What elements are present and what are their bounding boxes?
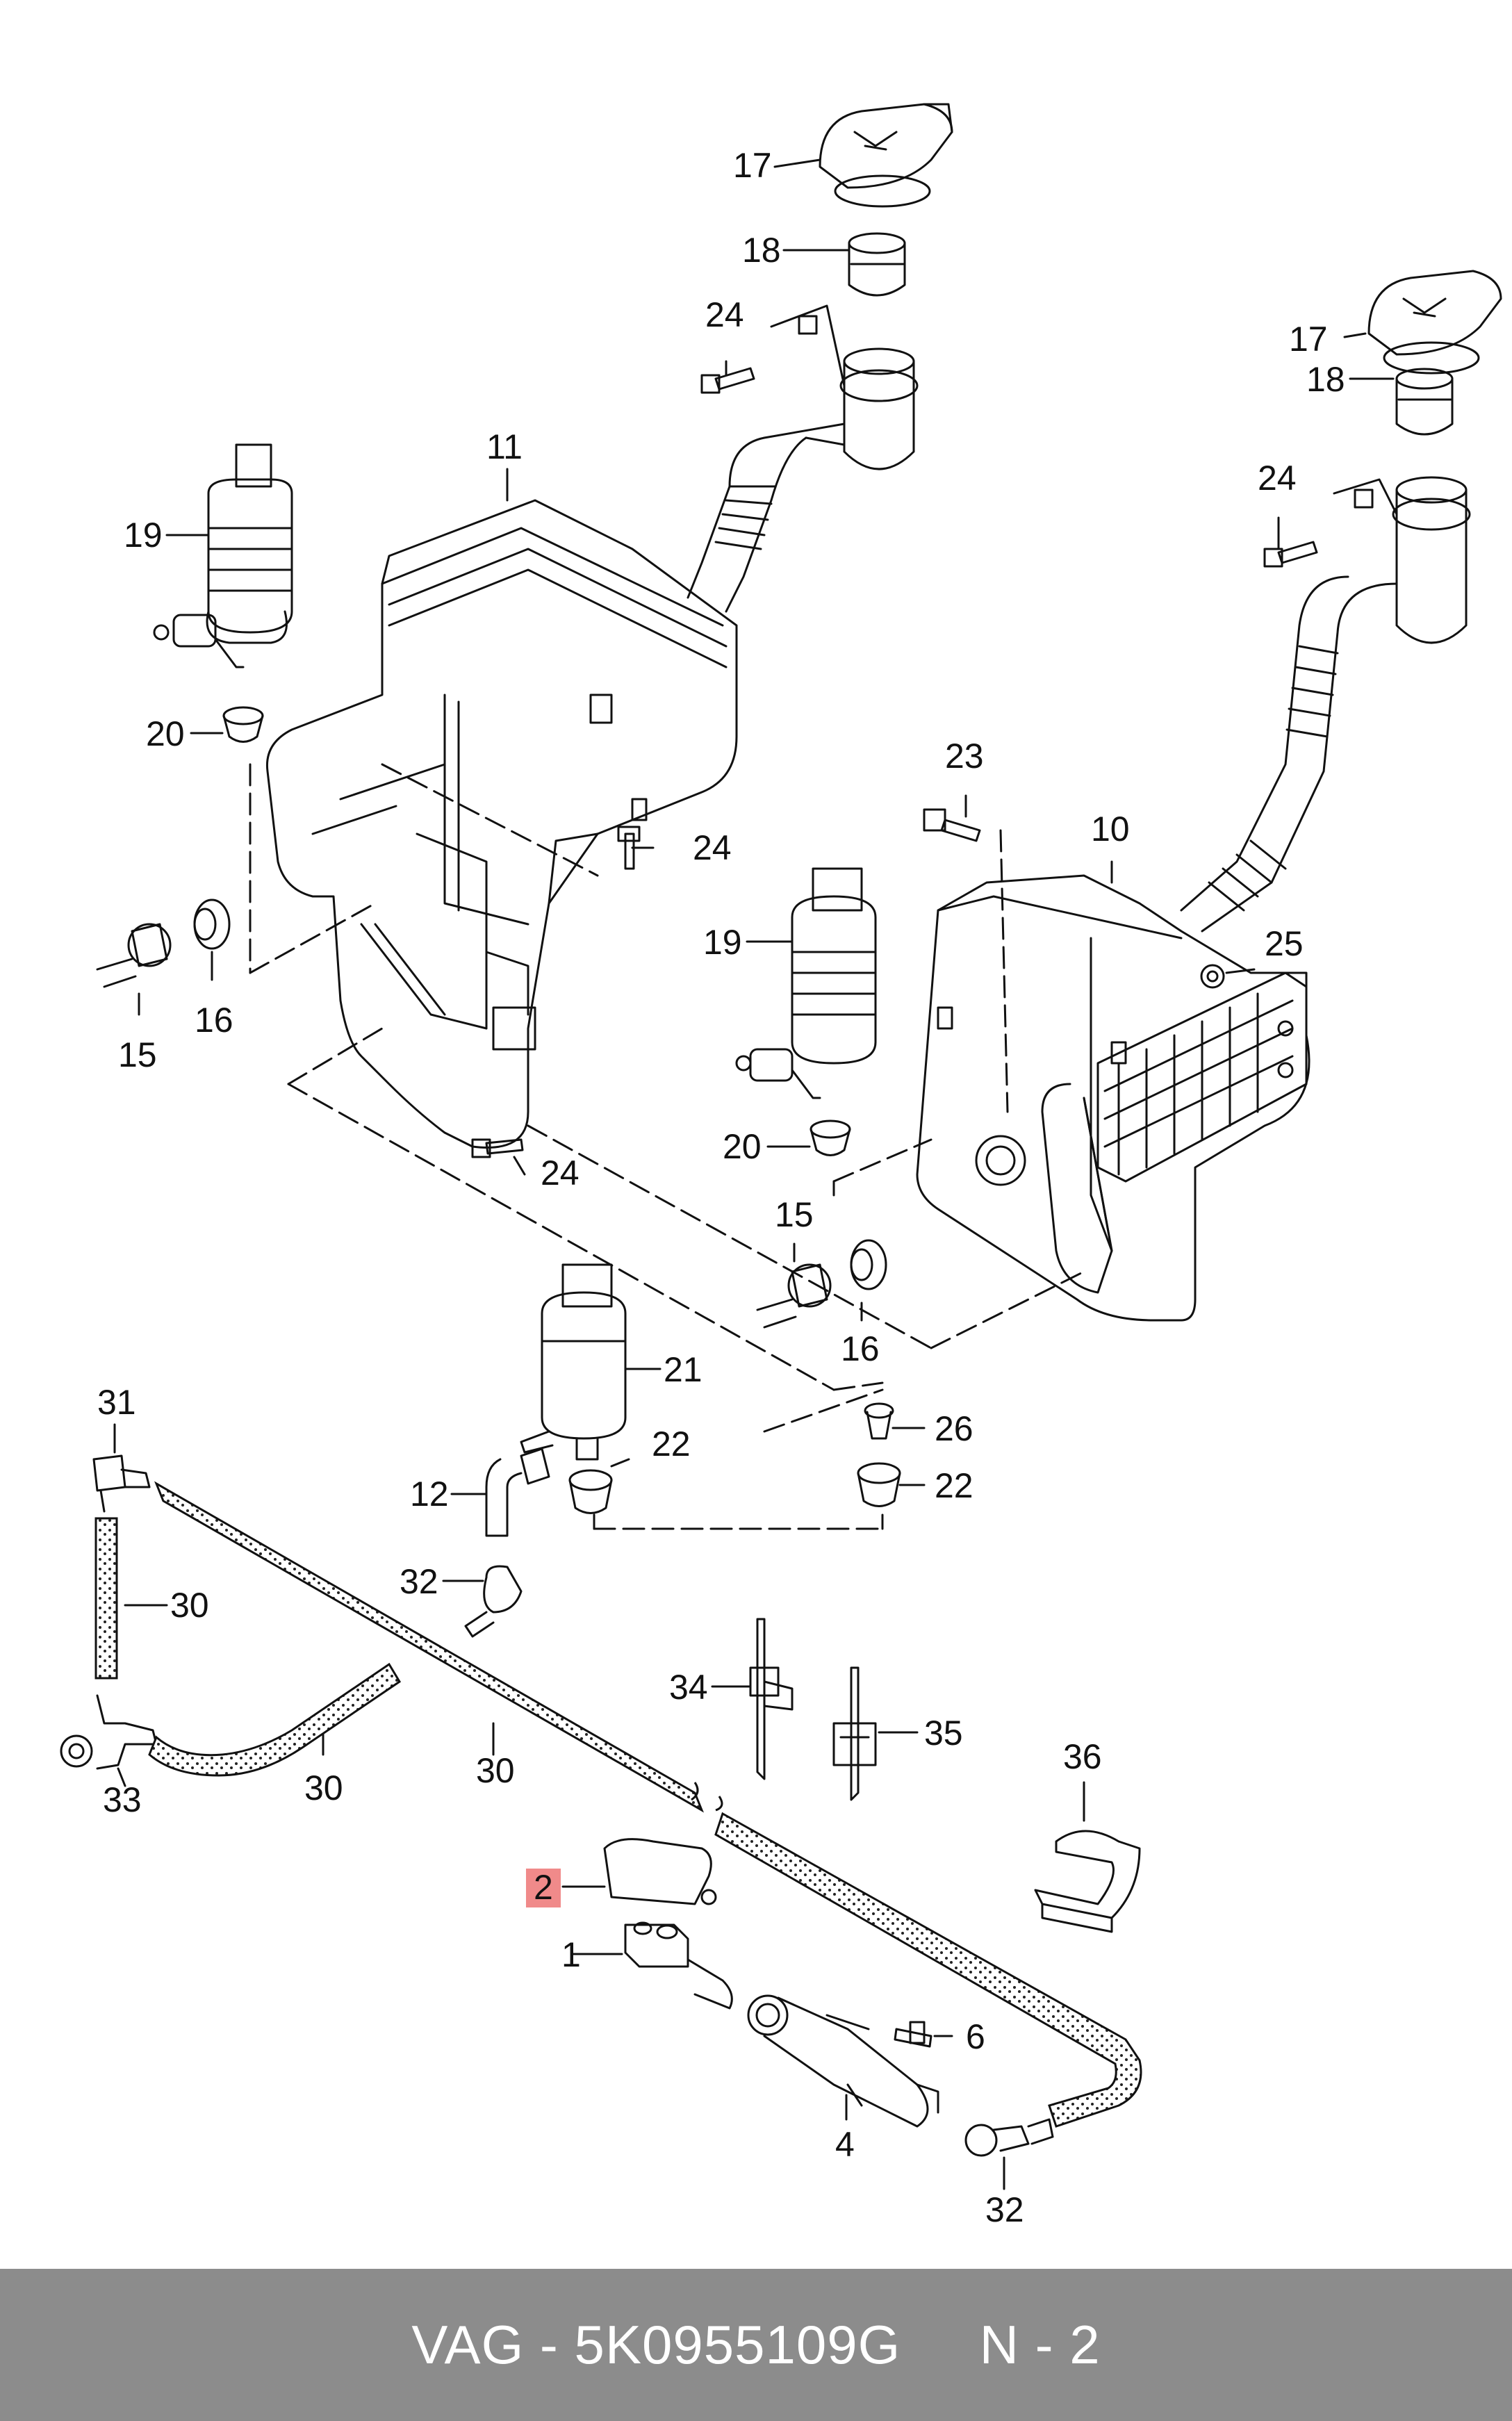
elbow-32-top: [464, 1565, 523, 1638]
shield-36: [1034, 1830, 1141, 1933]
part-number-caption: VAG - 5K0955109G N - 2: [411, 2314, 1101, 2375]
label-24-low-left: 24: [541, 1154, 580, 1192]
cap-2: [603, 1838, 717, 1905]
label-33: 33: [103, 1780, 142, 1819]
label-17-right: 17: [1289, 320, 1328, 359]
label-24-top-right: 24: [1258, 459, 1297, 498]
filler-cap-17-left: [819, 103, 953, 208]
label-22-right: 22: [935, 1466, 973, 1505]
label-22-left: 22: [652, 1425, 691, 1463]
label-34: 34: [669, 1668, 708, 1707]
label-19-right: 19: [703, 923, 742, 962]
label-30-lower: 30: [304, 1768, 343, 1807]
label-25: 25: [1265, 924, 1304, 963]
label-16-left: 16: [195, 1001, 233, 1040]
label-18-left: 18: [742, 231, 781, 270]
filler-neck-left: [687, 304, 919, 613]
label-36: 36: [1063, 1737, 1102, 1776]
washer-pump-19-right: [735, 867, 877, 1099]
label-23: 23: [945, 737, 984, 775]
bolt-24-top-right: [1263, 541, 1318, 568]
grommet-22-right: [857, 1462, 901, 1507]
label-17-left: 17: [733, 146, 772, 185]
plug-26: [864, 1402, 894, 1440]
cable-tie-34: [749, 1618, 794, 1780]
label-20-left: 20: [146, 714, 185, 753]
grommet-16-left: [193, 898, 231, 950]
label-30-main: 30: [476, 1751, 515, 1790]
filler-neck-right: [1180, 476, 1471, 933]
label-32-bottom: 32: [985, 2190, 1024, 2229]
label-21: 21: [664, 1350, 702, 1389]
label-18-right: 18: [1306, 360, 1345, 399]
label-24-top-left: 24: [705, 295, 744, 334]
label-15-right: 15: [775, 1195, 814, 1234]
label-12: 12: [410, 1475, 449, 1513]
label-35: 35: [924, 1714, 963, 1753]
grommet-20-left: [222, 706, 264, 743]
level-sensor-15-right: [756, 1263, 832, 1329]
hoses-30: [94, 1481, 1142, 2128]
label-32-top: 32: [400, 1562, 438, 1601]
label-24-mid-left: 24: [693, 828, 732, 867]
grommet-16-right: [850, 1239, 887, 1290]
footer-bar: VAG - 5K0955109G N - 2: [0, 2269, 1512, 2421]
label-leaders: [113, 158, 1395, 2190]
bolt-24-low-left: [471, 1138, 524, 1158]
reservoir-left: [265, 499, 738, 1149]
strainer-18-left: [848, 232, 906, 297]
exploded-parts-diagram: 17 18 24 11 19 20 24 15 16 24 17 18 24 2…: [60, 103, 1502, 2229]
label-2: 2: [534, 1868, 553, 1907]
nozzle-1: [624, 1921, 733, 2010]
assembly-lines: [249, 763, 1085, 1530]
bolt-24-mid-left: [617, 826, 641, 870]
level-sensor-15-left: [96, 923, 172, 988]
label-16-right: 16: [841, 1329, 880, 1368]
strainer-18-right: [1395, 368, 1454, 436]
label-4: 4: [835, 2125, 855, 2164]
label-19-left: 19: [124, 516, 163, 555]
t-piece-33: [60, 1694, 158, 1770]
screw-6: [894, 2021, 932, 2048]
mounting-grid-right: [1096, 971, 1308, 1183]
bolt-23: [923, 808, 981, 842]
label-15-left: 15: [118, 1035, 157, 1074]
label-20-right: 20: [723, 1127, 762, 1166]
elbow-32-bottom: [964, 2118, 1054, 2157]
elbow-12: [485, 1447, 550, 1537]
clip-35: [832, 1666, 877, 1801]
filler-cap-17-right: [1367, 270, 1502, 375]
label-1: 1: [561, 1935, 581, 1974]
highlighted-part-marker: [526, 1869, 561, 1907]
telescopic-cylinder-4: [747, 1994, 939, 2128]
label-30-vertical: 30: [170, 1586, 209, 1625]
grommet-20-right: [810, 1119, 851, 1156]
washer-pump-21: [520, 1263, 627, 1461]
connector-31: [92, 1454, 151, 1513]
bolt-24-top-left: [700, 367, 755, 394]
label-26: 26: [935, 1409, 973, 1448]
reservoir-right: [916, 874, 1310, 1322]
grommet-22-left: [568, 1469, 613, 1514]
label-10: 10: [1091, 810, 1130, 848]
label-11: 11: [486, 427, 523, 466]
label-31: 31: [97, 1383, 136, 1422]
label-6: 6: [966, 2017, 985, 2056]
washer-pump-19-left: [153, 443, 293, 668]
nut-25: [1200, 964, 1225, 989]
